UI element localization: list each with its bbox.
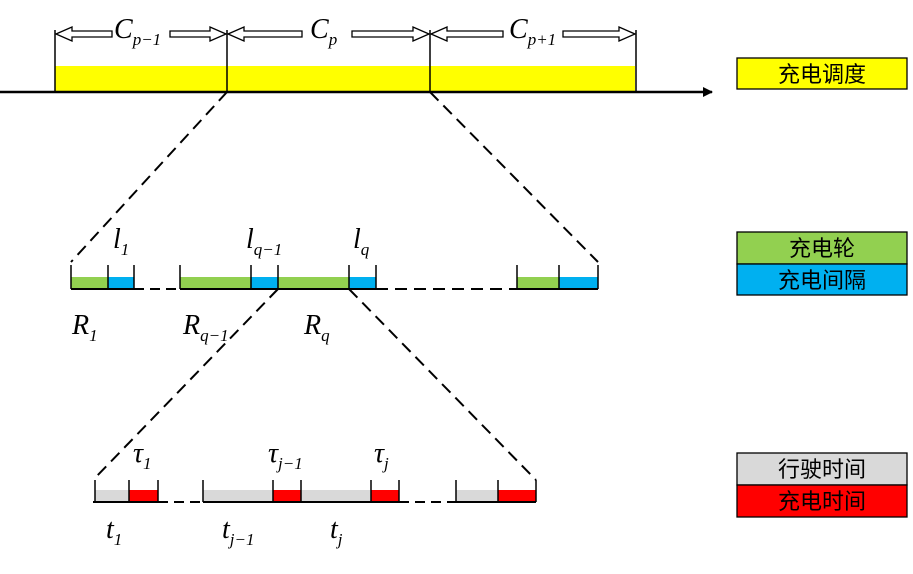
legend-swatch-charging xyxy=(736,484,908,518)
label-l-q: lq xyxy=(353,224,370,259)
driving-segment xyxy=(203,490,273,502)
interval-segment xyxy=(559,277,598,289)
charging-segment xyxy=(498,490,536,502)
period-arrow-left xyxy=(54,26,113,42)
legend-swatch-interval xyxy=(736,263,908,296)
bottom-level: τ1 τj−1 τj t1 tj−1 tj xyxy=(93,438,537,549)
label-r-q-minus-1: Rq−1 xyxy=(182,310,229,345)
round-segment xyxy=(71,277,108,289)
interval-segment xyxy=(251,277,278,289)
label-r-q: Rq xyxy=(303,310,330,345)
middle-level: l1 lq−1 lq R1 Rq−1 Rq xyxy=(70,224,599,345)
round-segment xyxy=(180,277,251,289)
label-tau-1: τ1 xyxy=(133,438,152,473)
charging-segment xyxy=(273,490,301,502)
label-r-1: R1 xyxy=(71,310,98,345)
zoom-line xyxy=(70,91,228,263)
interval-segment xyxy=(349,277,376,289)
label-c-p-minus-1: Cp−1 xyxy=(114,14,161,49)
zoom-line xyxy=(92,288,279,481)
legend-swatch-round xyxy=(736,231,908,265)
label-t-j: tj xyxy=(330,514,343,549)
legend-label-schedule: 充电调度 xyxy=(778,63,866,88)
label-l-q-minus-1: lq−1 xyxy=(246,224,282,259)
legend-swatch-driving xyxy=(736,452,908,486)
label-c-p-plus-1: Cp+1 xyxy=(509,14,556,49)
zoom-line xyxy=(348,288,537,481)
schedule-bar xyxy=(55,66,635,92)
period-arrow-right xyxy=(169,26,228,42)
label-tau-j-minus-1: τj−1 xyxy=(268,438,303,473)
round-segment xyxy=(278,277,349,289)
label-t-1: t1 xyxy=(106,514,122,549)
legend: 充电调度 充电轮 充电间隔 行驶时间 充电时间 xyxy=(736,57,908,518)
legend-swatch-schedule xyxy=(736,57,908,90)
period-arrow-left xyxy=(429,26,504,42)
label-tau-j: τj xyxy=(374,438,389,473)
charging-segment xyxy=(129,490,158,502)
period-arrow-left xyxy=(226,26,303,42)
period-arrow-right xyxy=(351,26,431,42)
legend-label-driving: 行驶时间 xyxy=(778,458,866,483)
driving-segment xyxy=(301,490,371,502)
label-c-p: Cp xyxy=(310,14,337,49)
charging-segment xyxy=(371,490,399,502)
zoom-line xyxy=(429,91,599,263)
interval-segment xyxy=(108,277,134,289)
driving-segment xyxy=(456,490,498,502)
label-t-j-minus-1: tj−1 xyxy=(222,514,254,549)
legend-label-interval: 充电间隔 xyxy=(778,269,866,294)
label-l-1: l1 xyxy=(113,224,129,259)
legend-label-charging: 充电时间 xyxy=(778,490,866,515)
period-arrow-right xyxy=(562,26,637,42)
legend-label-round: 充电轮 xyxy=(789,237,855,262)
round-segment xyxy=(517,277,559,289)
top-level: Cp−1 Cp Cp+1 xyxy=(0,14,713,97)
driving-segment xyxy=(95,490,129,502)
